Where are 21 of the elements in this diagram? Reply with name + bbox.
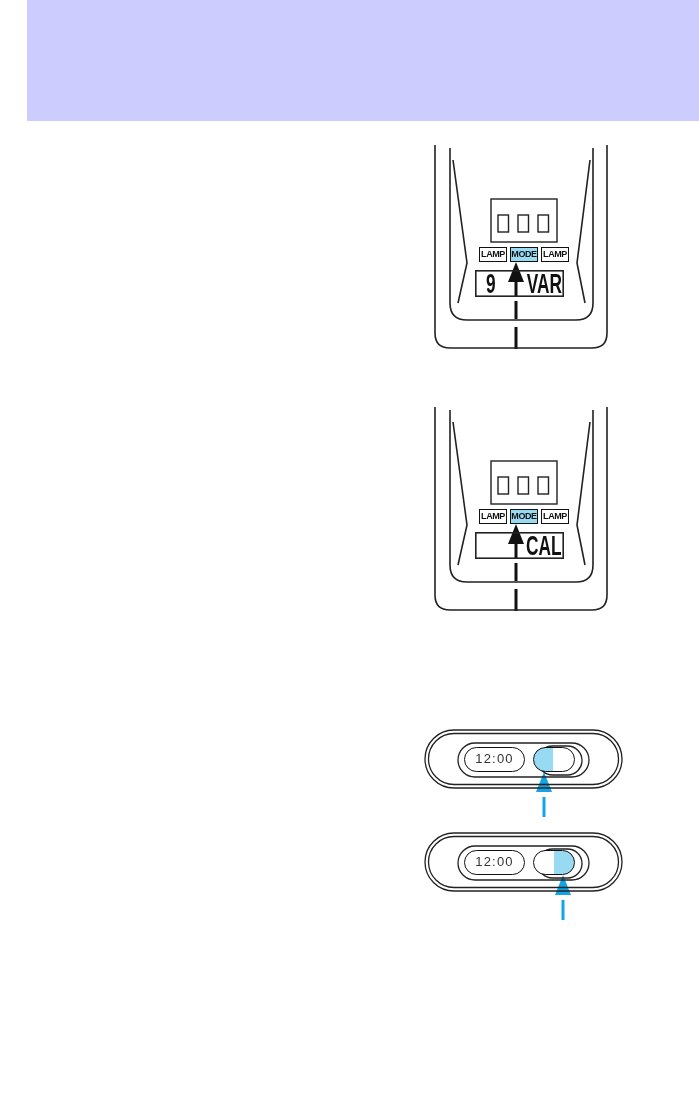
arrow (555, 875, 571, 920)
mode-button: MODE (510, 247, 538, 262)
control-panel (434, 406, 608, 611)
slide-button (533, 747, 575, 772)
lamp-button: LAMP (541, 247, 569, 262)
display-mode-text: VAR (526, 271, 562, 296)
mode-button: MODE (510, 509, 538, 524)
clock-display: 12:00 (464, 850, 525, 875)
switch-housing (424, 832, 623, 892)
lamp-button: LAMP (479, 509, 507, 524)
clock-display: 12:00 (464, 747, 525, 772)
switch-housing (424, 729, 623, 789)
display-mode-text: CAL (526, 533, 562, 558)
arrow (536, 772, 552, 817)
display-digit: 9 (485, 271, 496, 296)
slide-button (533, 850, 575, 875)
arrow (508, 262, 524, 349)
lamp-button: LAMP (541, 509, 569, 524)
lamp-button: LAMP (479, 247, 507, 262)
arrow (508, 524, 524, 611)
control-panel (434, 144, 608, 349)
